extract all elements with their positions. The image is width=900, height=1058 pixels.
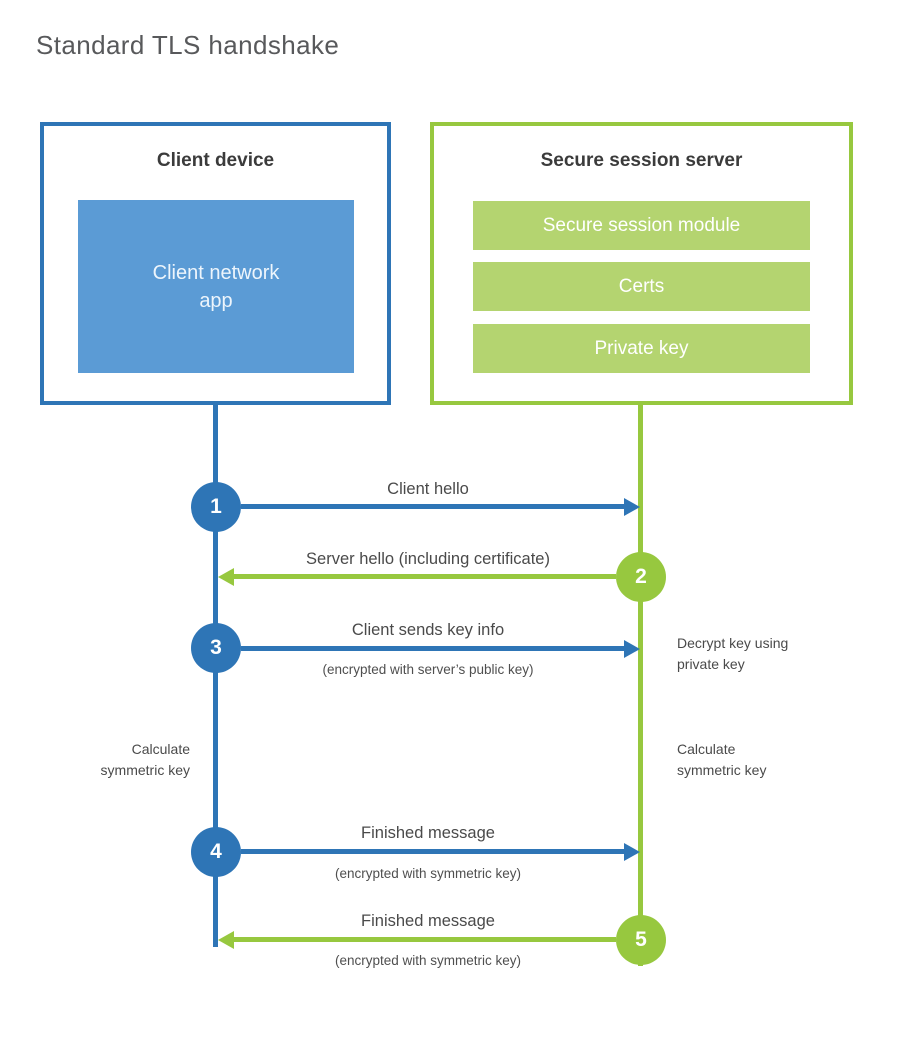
message-4-arrow	[241, 849, 624, 854]
message-5-step-badge: 5	[616, 915, 666, 965]
message-5-sublabel: (encrypted with symmetric key)	[334, 953, 522, 968]
note-calculate-symmetric-key-server: Calculate symmetric key	[677, 741, 767, 778]
message-2-step-badge: 2	[616, 552, 666, 602]
arrow-left-icon	[218, 568, 234, 586]
arrow-right-icon	[624, 640, 640, 658]
secure-session-module-bar: Secure session module	[473, 201, 810, 250]
message-2-arrow	[234, 574, 616, 579]
message-1-step-badge: 1	[191, 482, 241, 532]
client-network-app-box: Client network app	[78, 200, 354, 373]
certs-bar: Certs	[473, 262, 810, 311]
message-5-label: Finished message	[361, 912, 495, 930]
message-3-arrow	[241, 646, 624, 651]
message-3-sublabel: (encrypted with server’s public key)	[322, 662, 534, 677]
message-3-step-badge: 3	[191, 623, 241, 673]
note-calculate-symmetric-key-client: Calculate symmetric key	[100, 741, 190, 778]
client-lifeline	[213, 405, 218, 947]
message-3-label: Client sends key info	[351, 621, 505, 639]
client-device-title: Client device	[156, 150, 275, 171]
arrow-left-icon	[218, 931, 234, 949]
server-lifeline	[638, 405, 643, 966]
private-key-bar: Private key	[473, 324, 810, 373]
arrow-right-icon	[624, 498, 640, 516]
message-4-sublabel: (encrypted with symmetric key)	[334, 866, 522, 881]
page-title: Standard TLS handshake	[36, 30, 340, 60]
arrow-right-icon	[624, 843, 640, 861]
message-1-label: Client hello	[387, 480, 469, 498]
message-5-arrow	[234, 937, 616, 942]
message-1-arrow	[241, 504, 624, 509]
message-2-label: Server hello (including certificate)	[306, 550, 550, 568]
server-title: Secure session server	[540, 150, 743, 171]
message-4-label: Finished message	[361, 824, 495, 842]
note-decrypt-key: Decrypt key using private key	[677, 635, 789, 672]
message-4-step-badge: 4	[191, 827, 241, 877]
